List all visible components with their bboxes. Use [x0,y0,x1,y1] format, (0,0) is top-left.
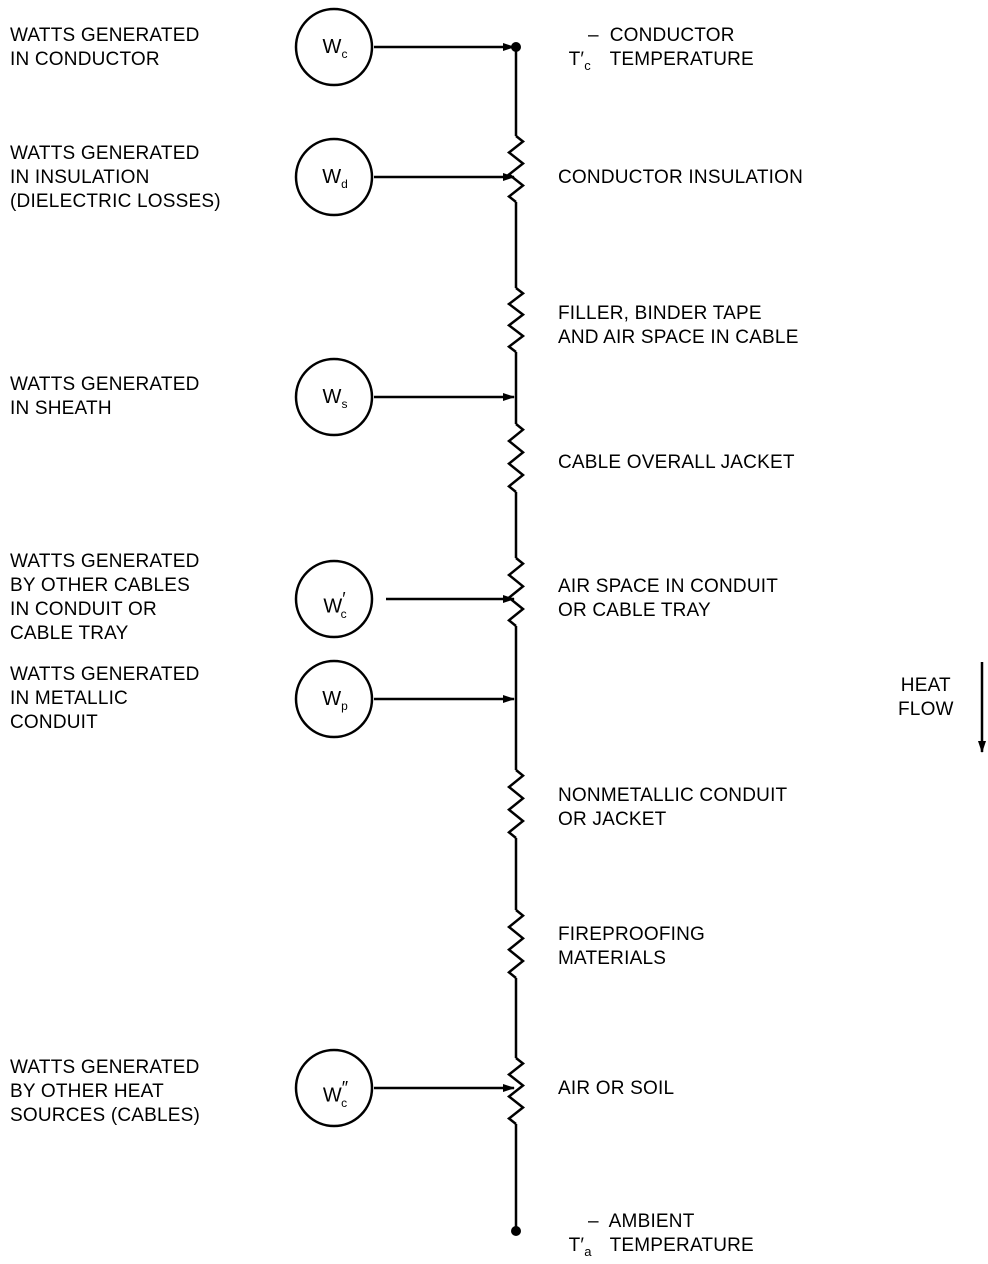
resistor-2 [506,287,526,353]
source-circle-1 [294,7,374,87]
source-circle-3 [294,357,374,437]
layer-label-air-space-conduit: AIR SPACE IN CONDUIT OR CABLE TRAY [558,576,779,621]
top-node-symbol: T′c [568,49,591,73]
source-symbol-wd: Wd [322,166,348,191]
source-symbol-wc-double-prime: W″c [322,1078,349,1110]
source-symbol-wc: Wc [322,36,348,61]
heat-flow-label: HEAT FLOW [898,675,954,720]
heat-source-circles [294,7,374,1128]
source-desc-wc: WATTS GENERATED IN CONDUCTOR [10,25,200,70]
resistor-5 [507,769,525,839]
bottom-node-dot [511,1226,521,1236]
source-desc-wc-double-prime: WATTS GENERATED BY OTHER HEAT SOURCES (C… [10,1057,201,1126]
resistor-3 [507,423,525,493]
source-desc-ws: WATTS GENERATED IN SHEATH [10,374,200,419]
source-desc-wd: WATTS GENERATED IN INSULATION (DIELECTRI… [10,143,221,212]
layer-label-air-or-soil: AIR OR SOIL [558,1078,675,1099]
layer-label-fireproofing: FIREPROOFING MATERIALS [558,924,706,969]
layer-label-nonmetallic-conduit: NONMETALLIC CONDUIT OR JACKET [558,785,788,830]
bottom-node-label: – AMBIENT TEMPERATURE [588,1211,754,1256]
resistor-7 [506,1057,526,1125]
source-circle-2 [294,137,374,217]
top-node-label: – CONDUCTOR TEMPERATURE [588,25,754,70]
source-symbol-wp: Wp [322,688,348,713]
source-circle-5 [294,659,374,739]
resistor-6 [507,909,525,979]
resistor-group [506,135,526,1125]
source-circle-6 [294,1048,374,1128]
layer-label-conductor-insulation: CONDUCTOR INSULATION [558,167,804,188]
layer-label-filler-binder: FILLER, BINDER TAPE AND AIR SPACE IN CAB… [558,303,799,348]
layer-label-cable-jacket: CABLE OVERALL JACKET [558,452,795,473]
heat-input-arrows [374,43,515,1092]
top-node-dot [511,42,521,52]
source-circle-4 [294,559,374,639]
source-symbol-ws: Ws [322,386,348,411]
resistor-1 [506,135,526,203]
source-symbol-wc-prime: W′c [323,589,347,621]
source-desc-wc-prime: WATTS GENERATED BY OTHER CABLES IN CONDU… [10,551,200,644]
source-desc-wp: WATTS GENERATED IN METALLIC CONDUIT [10,664,200,733]
bottom-node-symbol: T′a [568,1235,592,1259]
resistor-4 [507,557,525,627]
